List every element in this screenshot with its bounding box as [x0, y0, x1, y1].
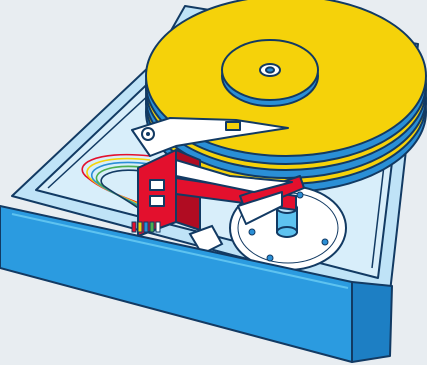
screw-hole — [249, 229, 255, 235]
screw-hole — [322, 239, 328, 245]
spindle-center — [266, 67, 274, 72]
slider-head — [226, 122, 240, 130]
connector-pins — [132, 222, 160, 232]
screw-hole — [267, 255, 273, 261]
screw-hole — [297, 192, 303, 198]
